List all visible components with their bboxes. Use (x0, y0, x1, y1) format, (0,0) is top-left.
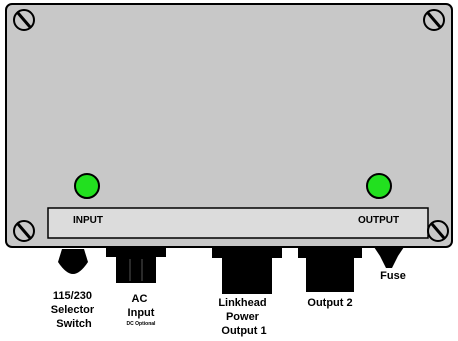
output-label: OUTPUT (358, 215, 399, 226)
screw-top-right-icon (423, 9, 445, 31)
screw-bottom-left-icon (13, 220, 35, 242)
linkhead-power-label: Linkhead Power Output 1 (218, 297, 269, 337)
ac-input-note: DC Optional (127, 321, 156, 327)
screw-top-left-icon (13, 9, 35, 31)
output-2-label: Output 2 (307, 297, 352, 309)
ac-input-label: AC Input (128, 293, 155, 319)
output-led-indicator (366, 173, 392, 199)
input-led-indicator (74, 173, 100, 199)
fuse-label: Fuse (380, 270, 406, 282)
label-strip (47, 207, 429, 239)
screw-bottom-right-icon (427, 220, 449, 242)
output-2-connector-icon[interactable] (298, 247, 362, 292)
input-label: INPUT (73, 215, 103, 226)
selector-switch-label: 115/230 Selector Switch (51, 290, 97, 330)
ac-input-connector-icon[interactable] (106, 247, 166, 283)
fuse-holder-icon[interactable] (374, 247, 404, 268)
linkhead-power-connector-icon[interactable] (212, 247, 282, 294)
selector-switch-icon[interactable] (58, 249, 88, 274)
